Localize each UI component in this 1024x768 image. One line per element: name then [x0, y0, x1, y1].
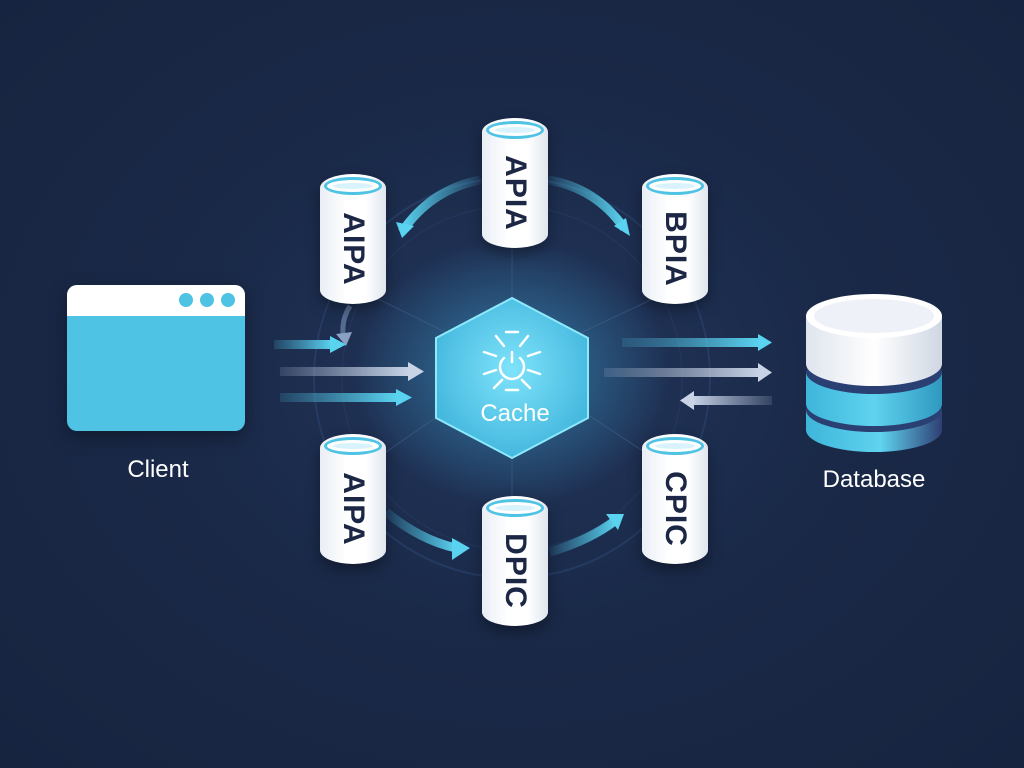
client-arrow-1 [274, 340, 332, 349]
service-cylinder-top: APIA [482, 118, 548, 248]
db-arrow-3 [692, 396, 772, 405]
service-cylinder-lower-left: AIPA [320, 434, 386, 564]
cylinder-top [486, 499, 544, 517]
db-arrow-3-head [680, 391, 694, 410]
window-dot-icon [179, 293, 193, 307]
client-browser-window [67, 285, 245, 431]
db-arrow-1-head [758, 334, 772, 351]
db-arrow-2-head [758, 363, 772, 382]
db-arrow-2 [604, 368, 760, 377]
window-dot-icon [221, 293, 235, 307]
cache-icon [482, 330, 542, 392]
service-cylinder-upper-left: AIPA [320, 174, 386, 304]
db-arrow-1 [622, 338, 760, 347]
service-label: BPIA [659, 211, 692, 288]
arc-arrow-head-lower-right [606, 514, 624, 530]
database-icon [806, 294, 942, 452]
arc-arrow-lower-left-to-bottom [383, 508, 458, 553]
arc-arrow-head-upper-right [614, 218, 630, 236]
cylinder-top [324, 177, 382, 195]
arc-arrow-head-upper-left-down [336, 332, 352, 346]
client-titlebar [67, 285, 245, 316]
client-arrow-2 [280, 367, 410, 376]
client-arrow-2-head [408, 362, 424, 381]
arc-arrow-top-to-upper-right [547, 175, 628, 231]
cylinder-top [324, 437, 382, 455]
arc-arrow-top-to-upper-left [398, 175, 481, 235]
arc-arrow-head-upper-left [396, 222, 414, 238]
service-cylinder-bottom: DPIC [482, 496, 548, 626]
cylinder-top [646, 177, 704, 195]
client-label: Client [127, 456, 189, 483]
service-label: AIPA [337, 472, 370, 547]
window-dot-icon [200, 293, 214, 307]
cylinder-top [486, 121, 544, 139]
client-arrow-1-head [330, 336, 346, 353]
database-label: Database [822, 466, 926, 493]
arc-arrow-bottom-to-lower-right [548, 516, 619, 557]
arc-arrow-head-bottom [452, 538, 470, 560]
service-cylinder-upper-right: BPIA [642, 174, 708, 304]
cylinder-top [646, 437, 704, 455]
service-label: DPIC [499, 533, 532, 610]
service-label: APIA [499, 155, 532, 232]
client-arrow-3 [280, 393, 398, 402]
client-arrow-3-head [396, 389, 412, 406]
cache-label: Cache [480, 400, 550, 427]
service-label: CPIC [659, 471, 692, 548]
service-label: AIPA [337, 212, 370, 287]
service-cylinder-lower-right: CPIC [642, 434, 708, 564]
